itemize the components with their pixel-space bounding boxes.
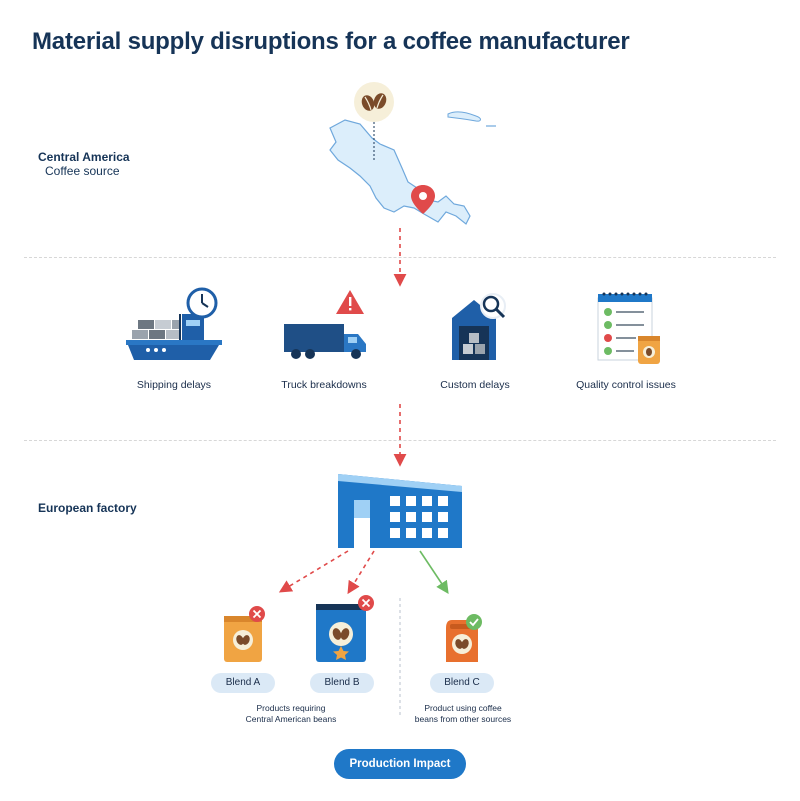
affected-products-note: Products requiring Central American bean… bbox=[245, 703, 337, 724]
checklist-coffee-icon bbox=[597, 292, 660, 364]
blend-a-package-icon bbox=[224, 616, 262, 662]
flow-arrow-factory-to-blend-c bbox=[419, 550, 449, 594]
truck-warning-icon bbox=[284, 290, 366, 359]
page-title: Material supply disruptions for a coffee… bbox=[32, 28, 630, 55]
blend-b-package-icon bbox=[316, 604, 366, 662]
error-badge-icon bbox=[249, 606, 265, 622]
product-pill-blend-c: Blend C bbox=[430, 673, 494, 693]
source-region-name: Central America bbox=[38, 150, 130, 164]
error-badge-icon bbox=[358, 595, 374, 611]
flow-arrow-factory-to-blend-b bbox=[347, 550, 375, 595]
factory-building-icon bbox=[338, 474, 462, 548]
check-badge-icon bbox=[466, 614, 482, 630]
disruption-label-shipping: Shipping delays bbox=[136, 379, 212, 391]
source-region-subtitle: Coffee source bbox=[45, 164, 120, 178]
flow-arrow-factory-to-blend-a bbox=[278, 550, 349, 593]
disruption-label-quality: Quality control issues bbox=[576, 379, 676, 391]
product-pill-blend-a: Blend A bbox=[211, 673, 275, 693]
unaffected-products-note: Product using coffee beans from other so… bbox=[414, 703, 512, 724]
coffee-bean-badge-icon bbox=[354, 82, 394, 122]
product-pill-blend-b: Blend B bbox=[310, 673, 374, 693]
location-pin-icon bbox=[411, 185, 435, 214]
warehouse-magnifier-icon bbox=[452, 293, 506, 360]
disruption-label-custom: Custom delays bbox=[440, 379, 510, 391]
factory-region-name: European factory bbox=[38, 501, 137, 515]
section-divider bbox=[24, 440, 776, 441]
section-divider bbox=[24, 257, 776, 258]
central-america-map bbox=[329, 111, 496, 225]
production-impact-button[interactable]: Production Impact bbox=[334, 749, 466, 779]
disruption-label-truck: Truck breakdowns bbox=[281, 379, 367, 391]
blend-c-package-icon bbox=[446, 620, 478, 662]
cargo-ship-clock-icon bbox=[126, 287, 222, 360]
